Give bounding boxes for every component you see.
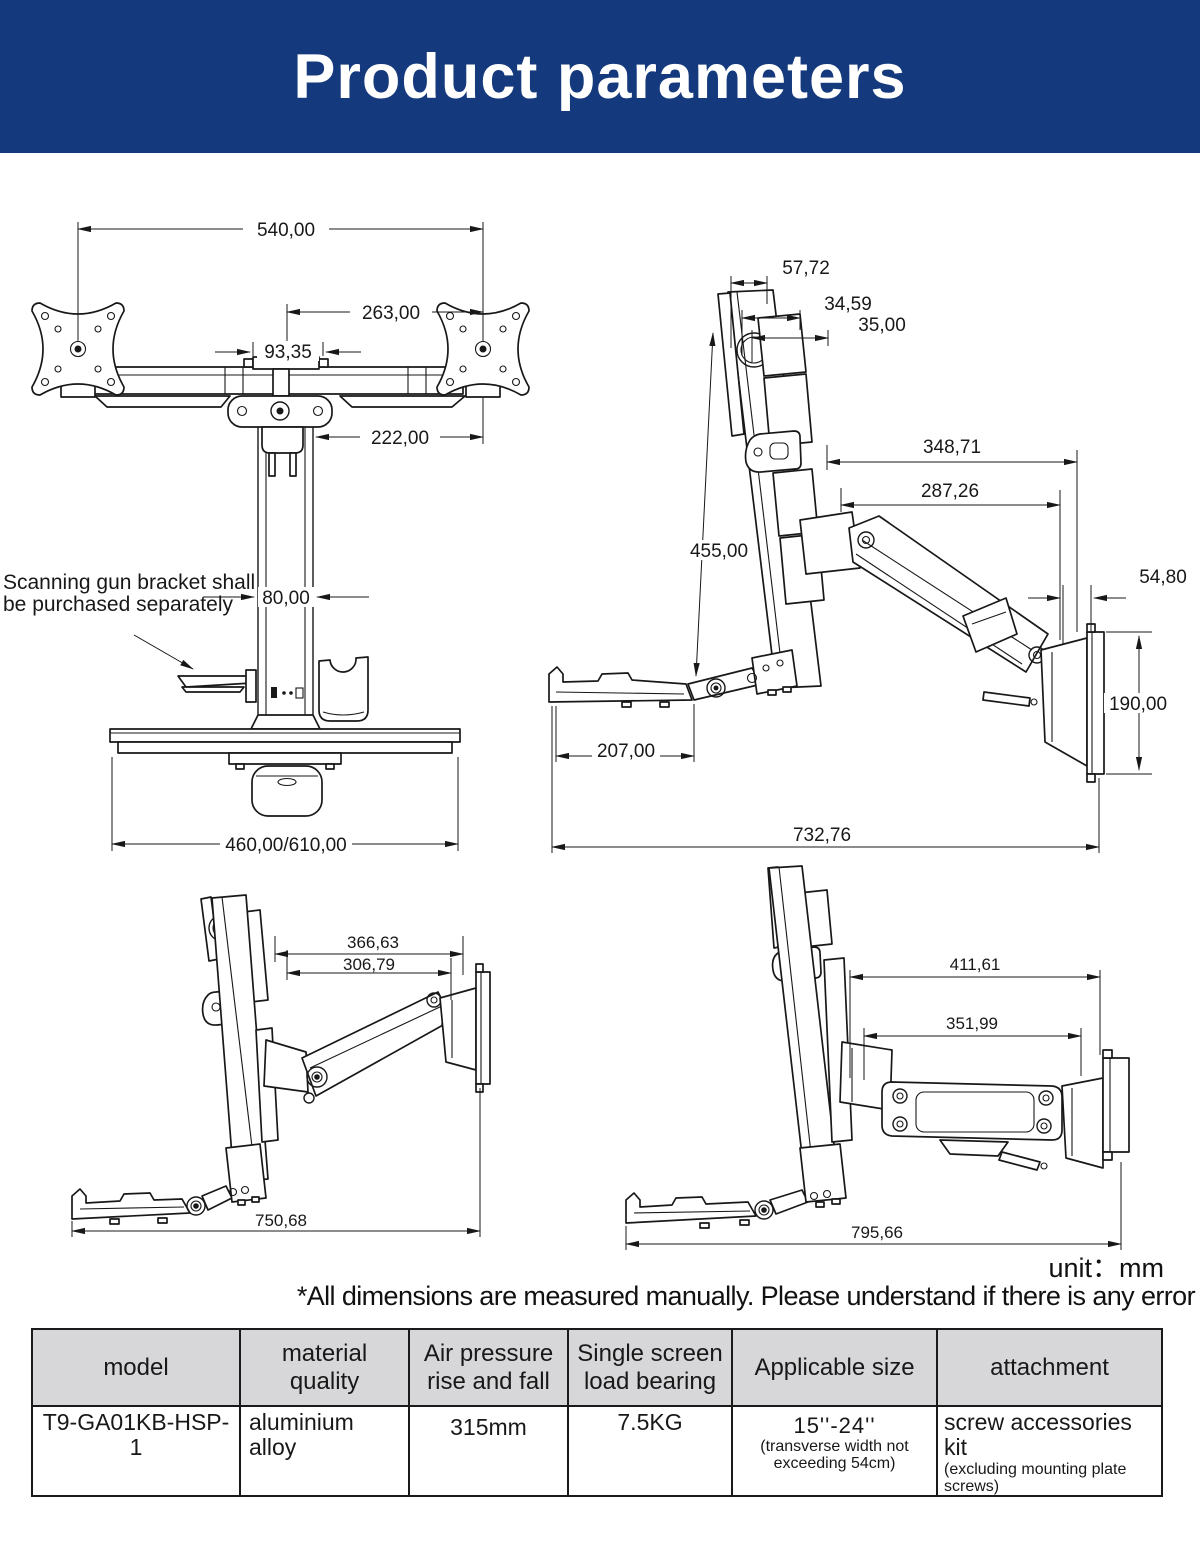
dim-reach-a: 411,61 [950,955,1001,974]
table-header-row: model material quality Air pressure rise… [31,1328,1163,1407]
dim-top-a: 57,72 [782,258,830,279]
dim-plate-height: 190,00 [1109,694,1167,715]
disclaimer-note: *All dimensions are measured manually. P… [296,1281,1196,1311]
cell-material: aluminium alloy [239,1404,410,1498]
dim-arm-span: 222,00 [371,428,429,449]
vesa-plate-right [436,302,530,398]
dim-tray-depth: 207,00 [597,741,655,762]
dim-pole-width: 93,35 [264,342,312,363]
title-banner: Product parameters [0,0,1200,153]
side-view-low-drawing: 411,61 351,99 795,66 [625,865,1130,1250]
header-size: Applicable size [731,1328,938,1407]
dim-reach-b: 287,26 [921,481,979,502]
dim-total-width: 540,00 [257,220,315,241]
header-material: material quality [239,1328,410,1407]
header-load: Single screen load bearing [567,1328,733,1407]
cell-load: 7.5KG [567,1404,733,1498]
dim-right-span: 263,00 [362,303,420,324]
side-view-raised-drawing: 57,72 34,59 35,00 348,71 287,26 455,00 5… [548,258,1187,853]
vesa-plate-left [31,302,125,398]
header-model: model [31,1328,241,1407]
page-title: Product parameters [293,41,907,112]
dim-tray-width: 460,00/610,00 [225,835,347,856]
unit-note: unit：mm [1048,1253,1164,1283]
annotation-line1: Scanning gun bracket shall [3,571,255,594]
dimension-lines [71,936,481,1237]
annotation-line2: be purchased separately [3,593,233,616]
spec-table: model material quality Air pressure rise… [31,1328,1163,1498]
dim-screen-height: 455,00 [690,541,748,562]
cell-size: 15''-24'' (transverse width not exceedin… [731,1404,938,1498]
dim-reach-b: 351,99 [946,1014,998,1033]
dim-wall-offset: 54,80 [1139,567,1187,588]
cell-attachment: screw accessories kit (excluding mountin… [936,1404,1163,1498]
header-air-pressure: Air pressure rise and fall [408,1328,569,1407]
table-data-row: T9-GA01KB-HSP-1 aluminium alloy 315mm 7.… [31,1404,1163,1498]
dim-reach-a: 366,63 [347,933,399,952]
dim-reach-a: 348,71 [923,437,981,458]
dim-reach-b: 306,79 [343,955,395,974]
dim-total-depth: 795,66 [851,1223,903,1242]
cell-air-pressure: 315mm [408,1404,569,1498]
dim-total-depth: 750,68 [255,1211,307,1230]
side-view-mid-drawing: 366,63 306,79 750,68 [71,894,491,1237]
dim-top-b: 34,59 [824,294,872,315]
dim-total-depth: 732,76 [793,825,851,846]
header-attachment: attachment [936,1328,1163,1407]
dimension-lines [625,970,1122,1250]
dim-column-width: 80,00 [262,588,310,609]
front-view-drawing: 540,00 263,00 93,35 222,00 80,00 460,00/… [3,218,530,856]
cell-model: T9-GA01KB-HSP-1 [31,1404,241,1498]
dim-top-c: 35,00 [858,315,906,336]
